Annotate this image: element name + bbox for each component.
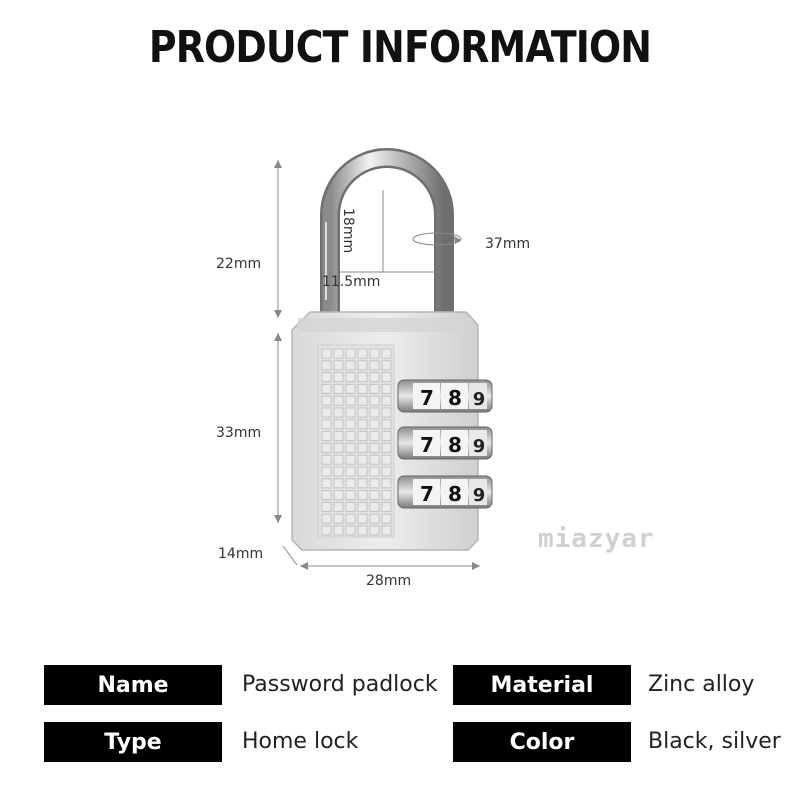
dial-digit: 9 — [473, 485, 486, 506]
dimension-overall-upper: 22mm — [216, 256, 262, 272]
dimension-lines — [277, 160, 480, 567]
spec-value-type: Home lock — [242, 729, 359, 754]
shackle — [320, 148, 454, 320]
lock-body — [291, 311, 479, 551]
dial-digit: 8 — [448, 433, 462, 457]
dial-row-1: 7 8 9 — [397, 379, 493, 413]
dimension-body-height: 33mm — [216, 425, 262, 441]
dial-digit: 8 — [448, 482, 462, 506]
dimension-arrowheads — [274, 160, 480, 570]
spec-label-material: Material — [453, 665, 631, 705]
dial-row-2: 7 8 9 — [397, 426, 493, 460]
spec-value-color: Black, silver — [648, 729, 781, 754]
dial-digit: 9 — [473, 436, 486, 457]
spec-label-name: Name — [44, 665, 222, 705]
dial-digit: 9 — [473, 389, 486, 410]
dial-digit: 7 — [420, 386, 434, 410]
watermark-logo: miazyar — [538, 524, 655, 554]
spec-label-color: Color — [453, 722, 631, 762]
dial-digit: 7 — [420, 482, 434, 506]
dimension-body-width: 28mm — [366, 573, 412, 589]
dial-digit: 8 — [448, 386, 462, 410]
dial-row-3: 7 8 9 — [397, 475, 493, 509]
spec-value-material: Zinc alloy — [648, 672, 755, 697]
spec-label-type: Type — [44, 722, 222, 762]
dial-digit: 7 — [420, 433, 434, 457]
dimension-rotation: 37mm — [485, 236, 531, 252]
dimension-shackle-height: 18mm — [340, 208, 356, 254]
spec-value-name: Password padlock — [242, 672, 438, 697]
dimension-depth: 14mm — [218, 546, 264, 562]
dimension-shackle-width: 11.5mm — [322, 274, 381, 290]
page-title: PRODUCT INFORMATION — [148, 22, 652, 73]
combination-dials: 7 8 9 7 8 9 7 8 9 — [397, 379, 493, 509]
